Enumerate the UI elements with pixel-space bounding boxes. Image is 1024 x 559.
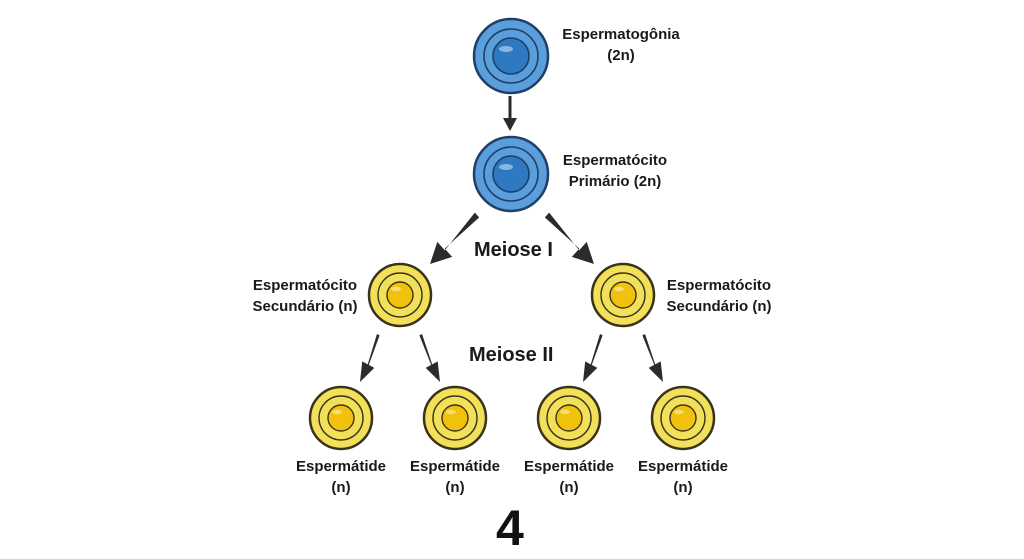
spermatid-cell-4 — [650, 385, 716, 451]
spermatid-cell-3 — [536, 385, 602, 451]
spermatid-3-ploidy: (n) — [559, 479, 579, 496]
secondary-right-label: Espermatócito Secundário (n) — [658, 275, 780, 317]
spermatid-3-label: Espermátide (n) — [514, 456, 624, 498]
spermatid-1-name: Espermátide — [295, 458, 387, 475]
result-count: 4 — [496, 500, 524, 556]
primary-spermatocyte-label: Espermatócito Primário (2n) — [554, 150, 676, 192]
spermatid-cell-1 — [308, 385, 374, 451]
spermatid-1-label: Espermátide (n) — [286, 456, 396, 498]
meiosis-2-label: Meiose II — [469, 344, 554, 366]
arrows — [360, 96, 663, 382]
secondary-spermatocyte-right-cell — [590, 262, 656, 328]
arrow-secondary-right-to-spermatid-4 — [642, 334, 663, 382]
spermatid-2-label: Espermátide (n) — [400, 456, 510, 498]
secondary-right-ploidy: Secundário (n) — [666, 298, 772, 315]
spermatid-4-name: Espermátide — [637, 458, 729, 475]
spermatid-2-name: Espermátide — [409, 458, 501, 475]
secondary-spermatocyte-left-cell — [367, 262, 433, 328]
spermatid-1-ploidy: (n) — [331, 479, 351, 496]
spermatogonia-name: Espermatogônia — [562, 26, 680, 43]
spermatid-3-name: Espermátide — [523, 458, 615, 475]
spermatid-cell-2 — [422, 385, 488, 451]
spermatid-4-ploidy: (n) — [673, 479, 693, 496]
arrow-primary-to-secondary-left — [430, 212, 480, 264]
spermatid-4-label: Espermátide (n) — [628, 456, 738, 498]
arrow-primary-to-secondary-right — [544, 212, 594, 264]
arrow-secondary-left-to-spermatid-2 — [419, 334, 440, 382]
secondary-left-name: Espermatócito — [252, 277, 358, 294]
primary-spermatocyte-name: Espermatócito — [562, 152, 668, 169]
spermatogonia-ploidy: (2n) — [607, 47, 635, 64]
spermatogonia-label: Espermatogônia (2n) — [556, 24, 686, 66]
arrow-secondary-left-to-spermatid-1 — [360, 334, 380, 382]
meiosis-1-label: Meiose I — [474, 239, 553, 261]
spermatid-2-ploidy: (n) — [445, 479, 465, 496]
arrow-spermatogonia-to-primary — [503, 96, 517, 131]
arrow-secondary-right-to-spermatid-3 — [583, 334, 603, 382]
primary-spermatocyte-ploidy: Primário (2n) — [568, 173, 662, 190]
spermatogonia-cell — [472, 17, 550, 95]
secondary-left-ploidy: Secundário (n) — [252, 298, 358, 315]
primary-spermatocyte-cell — [472, 135, 550, 213]
secondary-right-name: Espermatócito — [666, 277, 772, 294]
secondary-left-label: Espermatócito Secundário (n) — [244, 275, 366, 317]
